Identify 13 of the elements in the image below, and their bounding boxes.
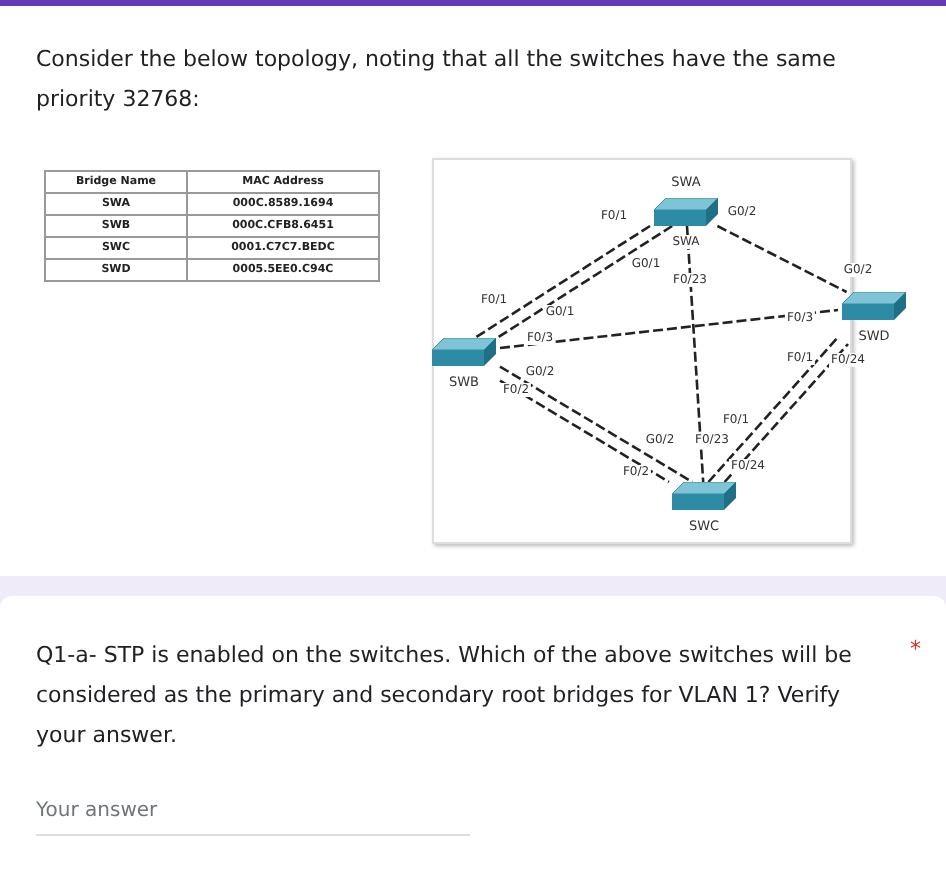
question-text: Q1-a- STP is enabled on the switches. Which of the above switches will be considered as the primary and secondary root bridges for VLAN 1? Verify your answer.	[36, 640, 854, 752]
network-link	[499, 308, 839, 350]
network-link	[716, 224, 848, 294]
network-link	[496, 224, 673, 340]
network-link	[685, 225, 705, 483]
network-link	[707, 336, 839, 483]
required-mark: *	[910, 636, 921, 662]
question-text: Consider the below topology, noting that all the switches have the same priority 32768:	[36, 44, 838, 116]
network-link	[499, 365, 694, 484]
network-link	[723, 343, 849, 483]
answer-field: Your answer	[36, 800, 470, 836]
network-link	[474, 224, 651, 340]
network-link	[499, 379, 670, 484]
